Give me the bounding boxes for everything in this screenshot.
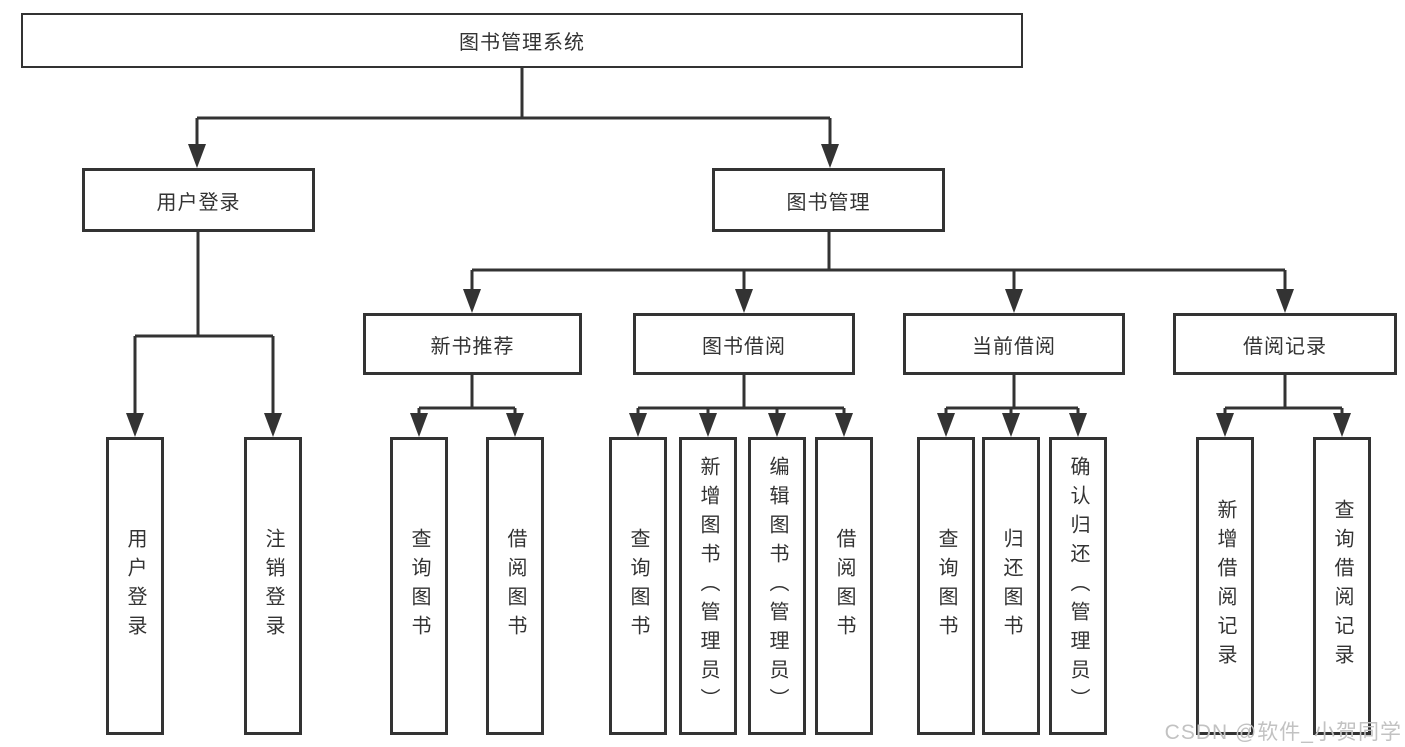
leaf-records-query-record: 查询借阅记录 bbox=[1313, 437, 1371, 735]
leaf-borrowing-add-book-admin: 新增图书（管理员） bbox=[679, 437, 737, 735]
csdn-watermark: CSDN @软件_小贺同学 bbox=[1164, 721, 1402, 744]
leaf-borrowing-borrow-book: 借阅图书 bbox=[815, 437, 873, 735]
leaf-logout: 注销登录 bbox=[244, 437, 302, 735]
leaf-borrowing-query-book: 查询图书 bbox=[609, 437, 667, 735]
node-new-book-recommend: 新书推荐 bbox=[363, 313, 582, 375]
node-book-borrowing: 图书借阅 bbox=[633, 313, 855, 375]
arrowheads bbox=[126, 144, 1351, 437]
leaf-current-return-book: 归还图书 bbox=[982, 437, 1040, 735]
leaf-current-query-book: 查询图书 bbox=[917, 437, 975, 735]
node-book-management: 图书管理 bbox=[712, 168, 945, 232]
node-borrow-records: 借阅记录 bbox=[1173, 313, 1397, 375]
node-user-login: 用户登录 bbox=[82, 168, 315, 232]
leaf-user-login: 用户登录 bbox=[106, 437, 164, 735]
leaf-records-add-record: 新增借阅记录 bbox=[1196, 437, 1254, 735]
node-library-management-system: 图书管理系统 bbox=[21, 13, 1023, 68]
leaf-newbook-query-book: 查询图书 bbox=[390, 437, 448, 735]
node-current-borrowing: 当前借阅 bbox=[903, 313, 1125, 375]
leaf-borrowing-edit-book-admin: 编辑图书（管理员） bbox=[748, 437, 806, 735]
leaf-newbook-borrow-book: 借阅图书 bbox=[486, 437, 544, 735]
leaf-current-confirm-return-admin: 确认归还（管理员） bbox=[1049, 437, 1107, 735]
